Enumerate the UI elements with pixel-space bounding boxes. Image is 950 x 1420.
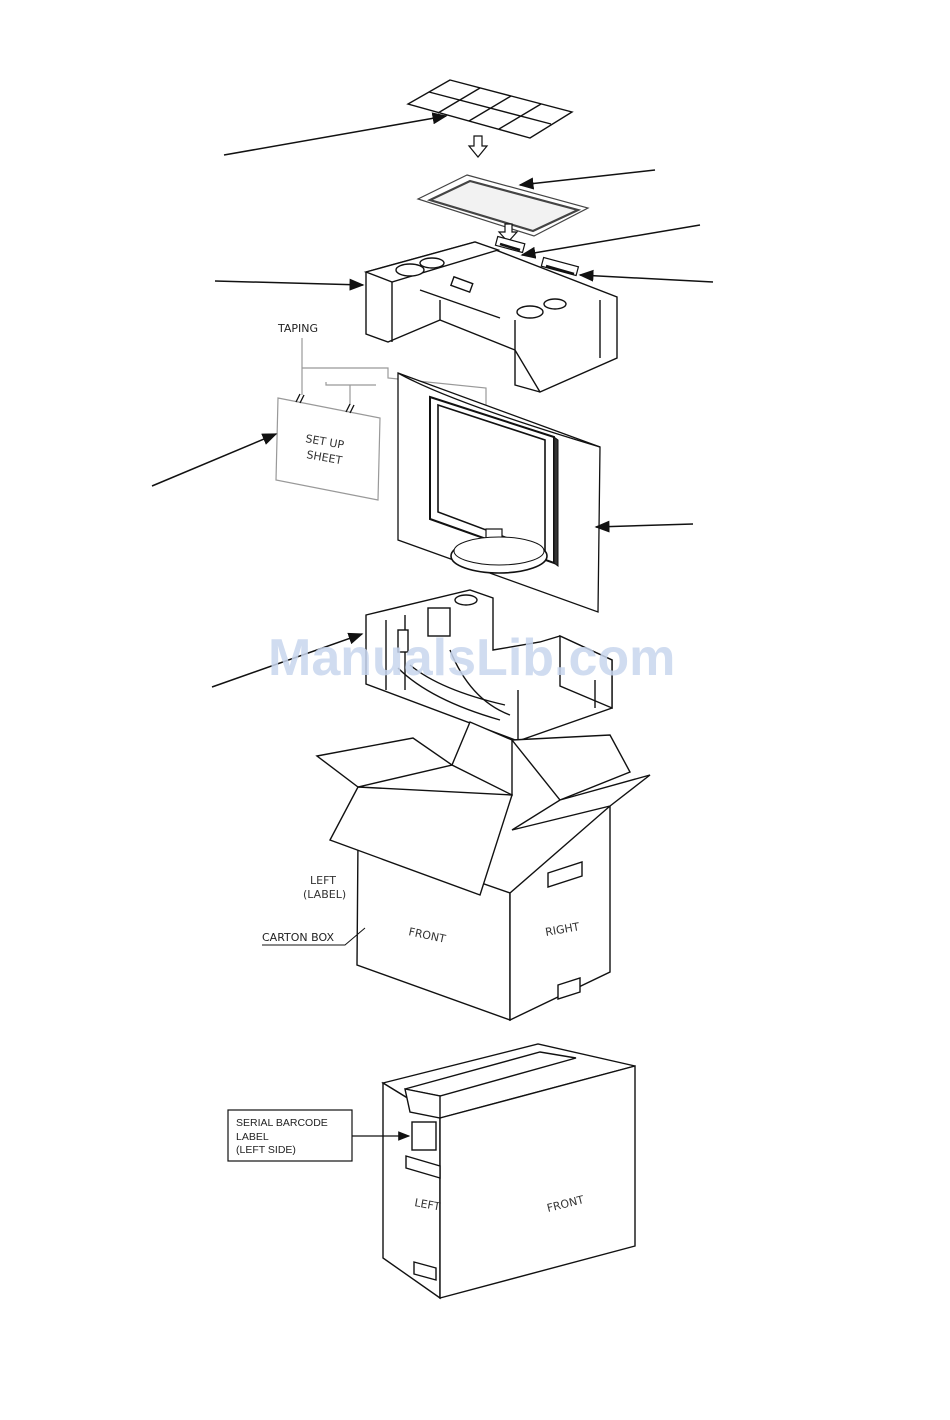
- watermark: ManualsLib.com: [268, 629, 675, 687]
- setup-sheet: SET UP SHEET: [276, 394, 380, 500]
- serial-line3: (LEFT SIDE): [236, 1144, 296, 1156]
- serial-line1: SERIAL BARCODE: [236, 1117, 328, 1129]
- top-foam-cushion: [366, 242, 617, 392]
- leader-arrow-cable-1: [522, 225, 700, 255]
- leader-arrow-grid: [224, 116, 446, 155]
- taping-label: TAPING: [277, 322, 318, 335]
- leader-arrow-bag: [520, 170, 655, 185]
- down-arrow-icon: [469, 136, 487, 157]
- grid-sheet: [408, 80, 572, 138]
- leader-arrow-setup-sheet: [152, 434, 276, 486]
- closed-carton-box: [383, 1044, 635, 1298]
- left-label-line2: (LABEL): [303, 888, 346, 901]
- open-carton-box: [317, 722, 650, 1020]
- leader-arrow-top-foam: [215, 281, 363, 285]
- leader-arrow-cable-2: [580, 275, 713, 282]
- leader-arrow-monitor-bag: [596, 524, 693, 527]
- left-label-line1: LEFT: [310, 874, 336, 887]
- carton-box-label: CARTON BOX: [262, 931, 334, 944]
- serial-barcode-callout: SERIAL BARCODE LABEL (LEFT SIDE): [228, 1110, 409, 1161]
- serial-line2: LABEL: [236, 1131, 269, 1143]
- protective-bag: [418, 175, 588, 236]
